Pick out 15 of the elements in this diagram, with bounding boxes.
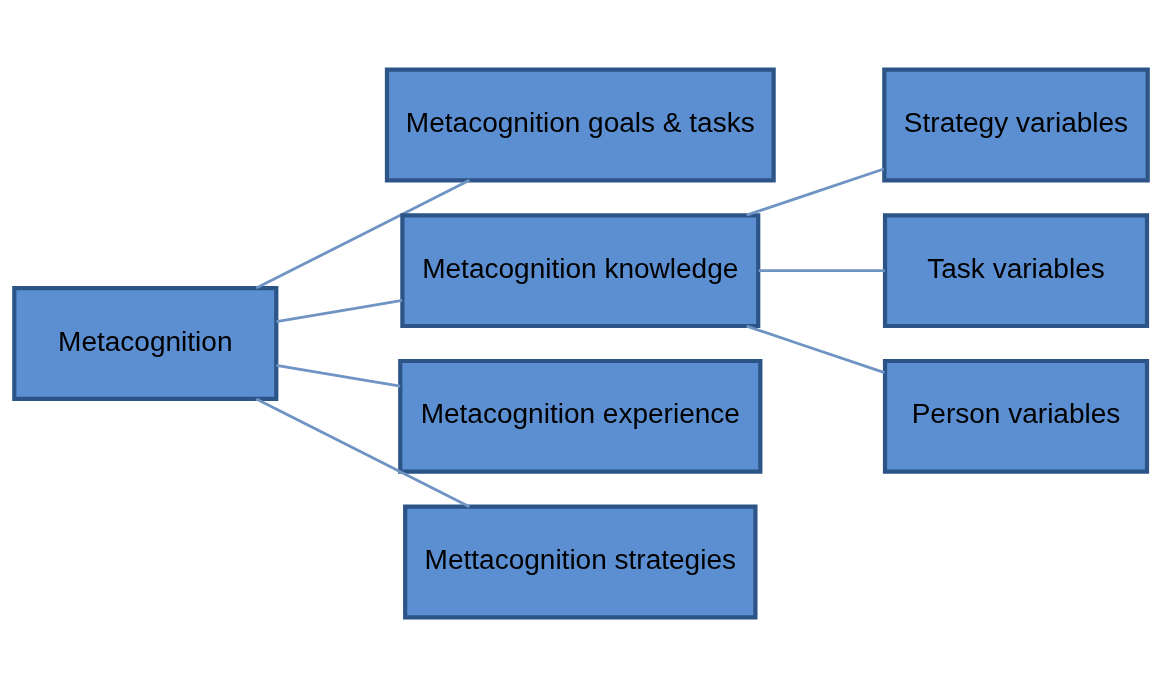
connector [255,397,471,508]
connector [276,299,403,324]
connector [746,324,885,374]
node-box: Metacognition [12,286,279,401]
node-box: Strategy variables [882,67,1150,183]
node-box: Mettacognition strategies [403,504,758,620]
connector [758,269,885,273]
connector [746,167,885,217]
connector [255,179,471,290]
node-box: Task variables [882,213,1150,329]
node-box: Metacognition goals & tasks [384,67,776,183]
connector [276,363,401,388]
node-box: Metacognition knowledge [400,213,761,329]
node-box: Metacognition experience [398,358,763,474]
node-box: Person variables [882,358,1150,474]
